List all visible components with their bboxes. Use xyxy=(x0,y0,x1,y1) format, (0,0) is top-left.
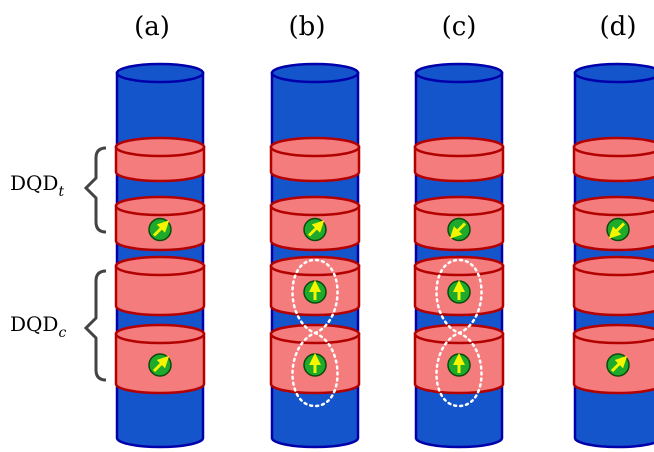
pillar-d xyxy=(572,62,654,449)
pillar-top xyxy=(270,62,360,84)
group-name-target: DQD xyxy=(10,171,58,195)
quantum-dot xyxy=(114,255,206,317)
panel-label-c: (c) xyxy=(442,12,477,42)
dot-top xyxy=(572,255,654,277)
quantum-dot xyxy=(413,195,505,252)
pillar-a xyxy=(114,62,206,449)
spin-arrow xyxy=(610,355,628,373)
pillar-top xyxy=(414,62,504,84)
pillar-top xyxy=(573,62,654,84)
dot-top xyxy=(572,323,654,345)
quantum-dot xyxy=(572,255,654,317)
entanglement-loop-icon xyxy=(291,258,339,408)
dot-top xyxy=(114,195,206,217)
panel-label-d: (d) xyxy=(600,12,637,42)
quantum-dot xyxy=(572,136,654,183)
bracket-control xyxy=(83,269,107,382)
group-sub-control: c xyxy=(58,325,66,341)
spin-arrow xyxy=(152,355,170,373)
quantum-dot xyxy=(572,323,654,395)
dot-top xyxy=(114,255,206,277)
dot-top xyxy=(413,136,505,158)
spin-dl-icon xyxy=(606,217,630,242)
pillar-c xyxy=(413,62,505,449)
quantum-dot xyxy=(114,136,206,183)
quantum-dot xyxy=(413,136,505,183)
spin-up-icon xyxy=(447,353,471,377)
spin-ur-icon xyxy=(148,217,172,242)
quantum-dot xyxy=(413,255,505,317)
dot-top xyxy=(269,136,361,158)
dot-top xyxy=(269,195,361,217)
dot-top xyxy=(413,195,505,217)
dot-top xyxy=(114,136,206,158)
spin-ur-icon xyxy=(606,353,630,377)
panel-label-b: (b) xyxy=(289,12,326,42)
spin-arrow xyxy=(307,220,325,237)
group-label-target: DQDt xyxy=(10,171,64,200)
spin-ur-icon xyxy=(148,353,172,377)
dot-top xyxy=(114,323,206,345)
dot-body xyxy=(572,264,654,317)
quantum-dot xyxy=(114,323,206,395)
quantum-dot xyxy=(269,255,361,317)
bracket-target xyxy=(83,146,107,234)
quantum-dot xyxy=(269,195,361,252)
spin-arrow xyxy=(449,222,467,239)
spin-up-icon xyxy=(447,280,471,304)
pillar-b xyxy=(269,62,361,449)
spin-arrow xyxy=(608,222,626,239)
spin-up-icon xyxy=(303,280,327,304)
spin-dl-icon xyxy=(447,217,471,242)
spin-ur-icon xyxy=(303,217,327,242)
dot-top xyxy=(413,255,505,277)
spin-up-icon xyxy=(303,353,327,377)
quantum-dot xyxy=(114,195,206,252)
quantum-dot xyxy=(413,323,505,395)
panel-label-a: (a) xyxy=(134,12,170,42)
group-name-control: DQD xyxy=(10,312,58,336)
dot-top xyxy=(269,255,361,277)
dot-body xyxy=(114,264,206,317)
spin-arrow xyxy=(152,220,170,237)
group-label-control: DQDc xyxy=(10,312,66,341)
quantum-dot xyxy=(269,136,361,183)
quantum-dot xyxy=(269,323,361,395)
quantum-dot xyxy=(572,195,654,252)
pillar-top xyxy=(115,62,205,84)
dot-top xyxy=(572,195,654,217)
entanglement-loop-icon xyxy=(435,258,483,408)
dot-top xyxy=(572,136,654,158)
group-sub-target: t xyxy=(58,184,64,200)
